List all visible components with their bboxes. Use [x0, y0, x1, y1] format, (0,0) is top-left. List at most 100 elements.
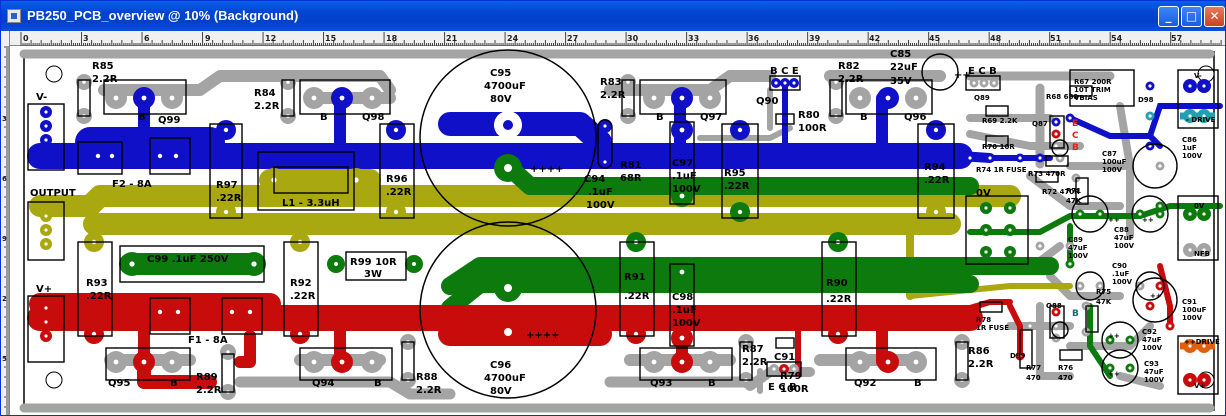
close-button[interactable]: ✕ — [1204, 6, 1225, 27]
pad-hole — [141, 359, 147, 365]
ruler-label: 24 — [507, 34, 519, 43]
pad-hole — [129, 261, 135, 267]
label-r94: R94 — [924, 162, 946, 173]
label-r83-val: 2.2R — [600, 90, 626, 101]
horizontal-ruler[interactable]: 0 3 6 9 12 15 18 21 24 27 30 33 36 39 42… — [9, 31, 1225, 46]
ruler-label: 5 — [2, 355, 7, 363]
label-c98: C98 — [672, 292, 693, 303]
pad-hole — [44, 138, 48, 142]
label-c99: C99 .1uF 250V — [147, 254, 229, 265]
label-c86: C86 — [1182, 136, 1197, 144]
label-r90: R90 — [826, 278, 848, 289]
ruler-ticks: 0 3 6 9 12 15 18 21 24 27 30 33 36 39 42… — [20, 32, 1222, 46]
pad-hole — [226, 350, 230, 354]
pad-hole — [169, 359, 175, 365]
label-r89-val: 2.2R — [196, 385, 222, 396]
ruler-label: 57 — [1171, 34, 1182, 43]
pad-hole — [369, 359, 375, 365]
pad-hole — [82, 80, 86, 84]
label-c92: C92 — [1142, 328, 1157, 336]
label-r82-val: 2.2R — [838, 74, 864, 85]
label-c88-plus: ++ — [1108, 216, 1120, 224]
label-q88: Q88 — [1046, 302, 1062, 310]
pcb-canvas[interactable]: R85 2.2R R84 2.2R R83 2.2R R82 2.2R C85 … — [10, 46, 1225, 415]
pad-hole — [251, 261, 257, 267]
label-c97: C97 — [672, 158, 693, 169]
pad-hole — [857, 359, 863, 365]
pad-hole — [223, 209, 229, 215]
label-q95: Q95 — [108, 378, 130, 389]
label-c85: C85 — [890, 49, 911, 60]
pad-hole — [369, 95, 375, 101]
label-r97: R97 — [216, 180, 238, 191]
ruler-label: 30 — [627, 34, 639, 43]
label-r93-val: .22R — [86, 291, 112, 302]
label-r92: R92 — [290, 278, 312, 289]
label-c87: C87 — [1102, 150, 1117, 158]
label-c91: C91 — [774, 352, 795, 363]
ruler-label: 21 — [446, 34, 458, 43]
label-r80: R80 — [798, 110, 820, 121]
label-q89-pins: E C B — [968, 66, 997, 77]
title-bar[interactable]: PB250_PCB_overview @ 10% (Background) _ … — [1, 1, 1225, 31]
pad-hole — [173, 153, 179, 159]
pad-hole — [1078, 284, 1082, 288]
label-d98: D98 — [1138, 96, 1154, 104]
pad-hole — [1054, 120, 1058, 124]
pad-hole — [1028, 324, 1032, 328]
pad-hole — [1202, 344, 1206, 348]
label-r75-val: 47K — [1096, 298, 1112, 306]
label-b: B — [860, 112, 868, 123]
pad-hole — [1108, 338, 1112, 342]
pad-hole — [1098, 284, 1102, 288]
label-c89-val: 47uF — [1068, 244, 1088, 252]
pad-hole — [1158, 212, 1162, 216]
label-r-vplus: V+ — [1194, 382, 1205, 390]
mounting-hole — [45, 371, 63, 389]
pad-hole — [44, 320, 48, 324]
pad-hole — [297, 331, 303, 337]
label-c98-v: 100V — [672, 318, 701, 329]
label-c90-val: .1uF — [1112, 270, 1130, 278]
label-q99: Q99 — [158, 115, 180, 126]
label-f1: F1 - 8A — [188, 335, 228, 346]
label-q87: Q87 — [1032, 120, 1048, 128]
pad-hole — [679, 127, 685, 133]
ruler-label: 3 — [2, 115, 7, 123]
label-c97-val: .1uF — [672, 171, 697, 182]
minimize-button[interactable]: _ — [1158, 6, 1179, 27]
label-r-ov: 0V — [1194, 202, 1205, 210]
pad-hole — [933, 209, 939, 215]
maximize-button[interactable]: □ — [1181, 6, 1202, 27]
pad-hole — [1128, 338, 1132, 342]
pad-hole — [1202, 378, 1206, 382]
pad-hole — [679, 95, 685, 101]
pad-hole — [44, 242, 48, 246]
label-r76-val: 470 — [1058, 374, 1073, 382]
pad-hole — [1202, 248, 1206, 252]
pad-hole — [1158, 164, 1162, 168]
label-c96: C96 — [490, 360, 511, 371]
label-r77-val: 470 — [1026, 374, 1041, 382]
pad-hole — [1188, 114, 1192, 118]
pad-hole — [1148, 304, 1152, 308]
ruler-label: 48 — [990, 34, 1002, 43]
label-r97-val: .22R — [216, 193, 242, 204]
vertical-ruler[interactable]: 3 6 9 2 5 — [1, 31, 10, 415]
pad-hole — [157, 153, 163, 159]
pad-hole — [992, 81, 996, 85]
pad-hole — [792, 367, 796, 371]
pad-hole — [835, 331, 841, 337]
pad-hole — [44, 110, 48, 114]
pad-hole — [782, 367, 786, 371]
pad-hole — [1058, 156, 1062, 160]
pad-hole — [311, 359, 317, 365]
label-r81-val: 68R — [620, 173, 642, 184]
capacitor-c96 — [419, 221, 597, 399]
label-c95-plus: ++++ — [530, 164, 564, 175]
pad-hole — [1138, 212, 1142, 216]
pad-hole — [1068, 244, 1072, 248]
label-r67: R67 200R — [1074, 78, 1112, 86]
pad-hole — [679, 193, 685, 199]
label-c93-plus: ++ — [1108, 370, 1120, 378]
